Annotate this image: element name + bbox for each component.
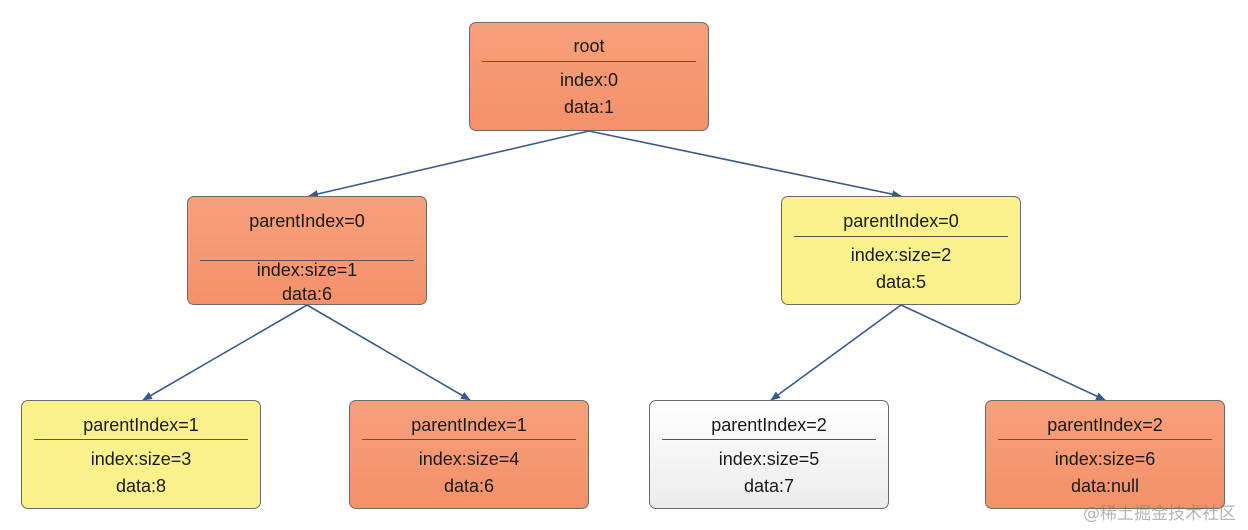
node-ll-data: data:8 — [115, 476, 167, 496]
node-rl-index: index:size=5 — [718, 449, 820, 469]
node-rr-parent: parentIndex=2 — [1047, 415, 1163, 435]
node-right: parentIndex=0 index:size=2 data:5 — [781, 196, 1021, 305]
edge-right-rl — [770, 304, 902, 401]
node-rr-divider — [998, 439, 1212, 440]
node-left: parentIndex=0 index:size=1 data:6 — [187, 196, 427, 305]
node-left-parent: parentIndex=0 — [249, 211, 365, 231]
node-lr-data: data:6 — [443, 476, 495, 496]
node-rr-index: index:size=6 — [1054, 449, 1156, 469]
node-lr-index: index:size=4 — [418, 449, 520, 469]
node-ll-divider — [34, 439, 248, 440]
node-rr-data: data:null — [1070, 476, 1140, 496]
node-right-divider — [794, 236, 1008, 237]
node-rl-divider — [662, 439, 876, 440]
node-left-divider — [200, 260, 414, 261]
watermark: @稀土掘金技术社区 — [1083, 504, 1236, 524]
node-ll: parentIndex=1 index:size=3 data:8 — [21, 400, 261, 509]
edge-left-ll — [142, 304, 308, 401]
node-lr: parentIndex=1 index:size=4 data:6 — [349, 400, 589, 509]
node-right-data: data:5 — [875, 272, 927, 292]
edge-root-left — [308, 130, 590, 198]
node-root-title: root — [573, 36, 605, 56]
node-root-data: data:1 — [563, 97, 615, 117]
node-right-index: index:size=2 — [850, 245, 952, 265]
node-lr-parent: parentIndex=1 — [411, 415, 527, 435]
node-left-data: data:6 — [281, 284, 333, 304]
node-rl-data: data:7 — [743, 476, 795, 496]
node-rl: parentIndex=2 index:size=5 data:7 — [649, 400, 889, 509]
node-left-index: index:size=1 — [256, 260, 358, 280]
node-rr: parentIndex=2 index:size=6 data:null — [985, 400, 1225, 509]
node-lr-divider — [362, 439, 576, 440]
node-root: root index:0 data:1 — [469, 22, 709, 131]
node-rl-parent: parentIndex=2 — [711, 415, 827, 435]
edge-left-lr — [306, 304, 471, 401]
node-root-divider — [482, 61, 696, 62]
node-right-parent: parentIndex=0 — [843, 211, 959, 231]
edge-right-rr — [900, 304, 1106, 401]
node-root-index: index:0 — [559, 70, 619, 90]
edge-root-right — [588, 130, 902, 199]
node-ll-index: index:size=3 — [90, 449, 192, 469]
node-ll-parent: parentIndex=1 — [83, 415, 199, 435]
